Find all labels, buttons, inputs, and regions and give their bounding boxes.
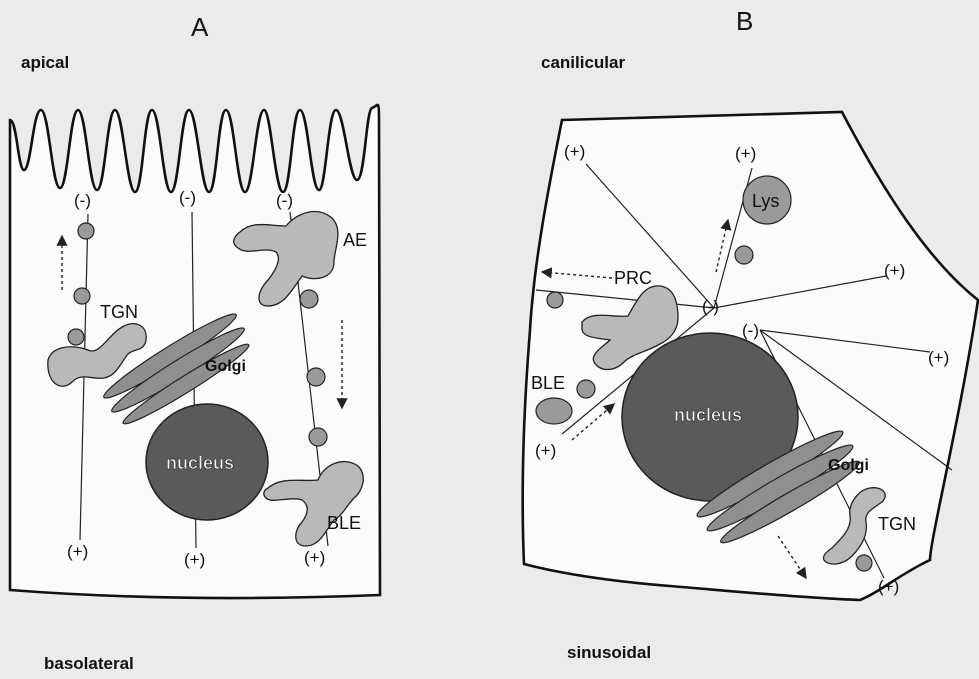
minus-end-label: (-) (276, 191, 293, 210)
panel-a: A apical basolateral (-) (-) (-) (+) (+)… (10, 12, 380, 673)
panel-b: B canilicular sinusoidal (+) (+) (+) (+)… (523, 6, 978, 662)
ae-label: AE (343, 230, 367, 250)
vesicle (577, 380, 595, 398)
sinusoidal-label: sinusoidal (567, 643, 651, 662)
plus-end-label: (+) (67, 542, 88, 561)
ble-label: BLE (531, 373, 565, 393)
minus-end-label: (-) (74, 191, 91, 210)
nucleus-label: nucleus (674, 405, 742, 425)
basolateral-endosome (536, 398, 572, 424)
plus-end-label: (+) (304, 548, 325, 567)
plus-end-label: (+) (535, 441, 556, 460)
plus-end-label: (+) (184, 550, 205, 569)
panel-b-letter: B (736, 6, 753, 36)
vesicle (856, 555, 872, 571)
golgi-label: Golgi (205, 358, 246, 375)
apical-label: apical (21, 53, 69, 72)
vesicle (735, 246, 753, 264)
tgn-label: TGN (100, 302, 138, 322)
vesicle (307, 368, 325, 386)
ble-label: BLE (327, 513, 361, 533)
plus-end-label: (+) (564, 142, 585, 161)
vesicle (74, 288, 90, 304)
golgi-label: Golgi (828, 457, 869, 474)
vesicle (547, 292, 563, 308)
plus-end-label: (+) (884, 261, 905, 280)
basolateral-label: basolateral (44, 654, 134, 673)
vesicle (309, 428, 327, 446)
plus-end-label: (+) (928, 348, 949, 367)
plus-end-label: (+) (735, 144, 756, 163)
prc-label: PRC (614, 268, 652, 288)
lys-label: Lys (752, 191, 779, 211)
plus-end-label: (+) (878, 577, 899, 596)
vesicle (300, 290, 318, 308)
nucleus-label: nucleus (166, 453, 234, 473)
canalicular-label: canilicular (541, 53, 625, 72)
vesicle (78, 223, 94, 239)
panel-a-letter: A (191, 12, 209, 42)
minus-end-label: (-) (742, 321, 759, 340)
vesicle (68, 329, 84, 345)
minus-end-label: (-) (702, 297, 719, 316)
tgn-label: TGN (878, 514, 916, 534)
minus-end-label: (-) (179, 188, 196, 207)
